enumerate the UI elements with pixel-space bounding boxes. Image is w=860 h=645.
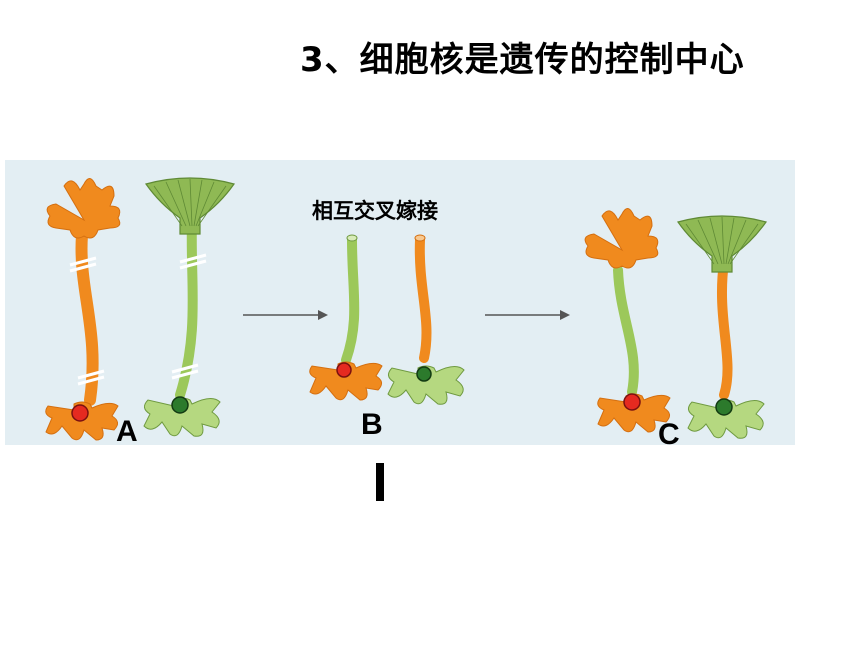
- group-c-regenerated-green-cap: [677, 215, 767, 439]
- label-a: A: [116, 415, 138, 448]
- arrow-icon: [243, 310, 328, 320]
- label-b: B: [361, 408, 383, 441]
- group-a-orange-alga: [45, 177, 121, 441]
- group-b-orange-stalk-green-base: [387, 234, 465, 405]
- slide-title: 3、细胞核是遗传的控制中心: [300, 40, 745, 80]
- group-b-green-stalk-orange-base: [309, 234, 383, 401]
- nucleus-red-icon: [623, 393, 641, 411]
- nucleus-red-icon: [71, 404, 89, 422]
- group-a-green-alga: [143, 177, 235, 437]
- label-c: C: [658, 418, 680, 451]
- arrow-icon: [485, 310, 570, 320]
- nucleus-green-icon: [416, 366, 432, 382]
- graft-label: 相互交叉嫁接: [312, 199, 438, 223]
- text-cursor: [376, 463, 384, 501]
- nucleus-green-icon: [171, 396, 189, 414]
- nucleus-red-icon: [336, 362, 352, 378]
- group-c-regenerated-orange-cap: [584, 207, 671, 433]
- nucleus-green-icon: [715, 398, 733, 416]
